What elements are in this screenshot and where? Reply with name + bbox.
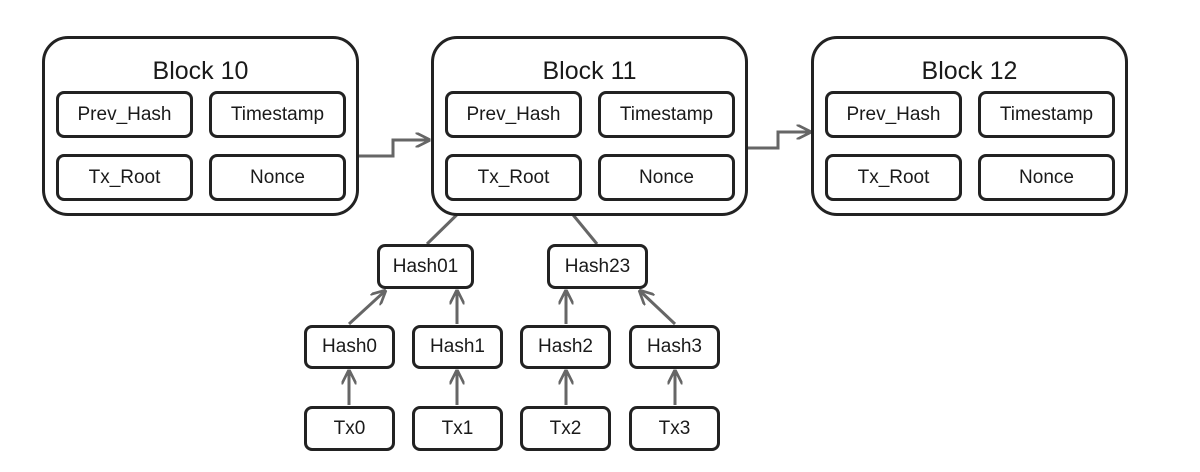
merkle-node-hash3: Hash3 (629, 325, 720, 369)
block-title: Block 11 (542, 57, 637, 85)
transaction-tx2: Tx2 (520, 406, 611, 451)
transaction-tx3: Tx3 (629, 406, 720, 451)
tx-root-field: Tx_Root (56, 154, 193, 201)
transaction-tx1: Tx1 (412, 406, 503, 451)
transaction-tx0: Tx0 (304, 406, 395, 451)
chain-arrow-10-11 (358, 140, 429, 158)
merkle-node-hash01: Hash01 (377, 244, 474, 289)
timestamp-field: Timestamp (978, 91, 1115, 138)
prev-hash-field: Prev_Hash (825, 91, 962, 138)
block-12: Block 12 Prev_Hash Timestamp Tx_Root Non… (811, 36, 1128, 216)
block-title: Block 10 (152, 57, 249, 85)
arrow-hash0-hash01 (347, 291, 385, 326)
merkle-node-hash2: Hash2 (520, 325, 611, 369)
prev-hash-field: Prev_Hash (445, 91, 582, 138)
timestamp-field: Timestamp (209, 91, 346, 138)
merkle-node-hash23: Hash23 (547, 244, 648, 289)
merkle-node-hash1: Hash1 (412, 325, 503, 369)
block-11: Block 11 Prev_Hash Timestamp Tx_Root Non… (431, 36, 748, 216)
tx-root-field: Tx_Root (445, 154, 582, 201)
block-10: Block 10 Prev_Hash Timestamp Tx_Root Non… (42, 36, 359, 216)
block-title: Block 12 (921, 57, 1018, 85)
tx-root-field: Tx_Root (825, 154, 962, 201)
prev-hash-field: Prev_Hash (56, 91, 193, 138)
arrow-hash3-hash23 (640, 291, 677, 326)
chain-arrow-11-12 (748, 132, 810, 150)
nonce-field: Nonce (209, 154, 346, 201)
timestamp-field: Timestamp (598, 91, 735, 138)
nonce-field: Nonce (978, 154, 1115, 201)
merkle-node-hash0: Hash0 (304, 325, 395, 369)
nonce-field: Nonce (598, 154, 735, 201)
